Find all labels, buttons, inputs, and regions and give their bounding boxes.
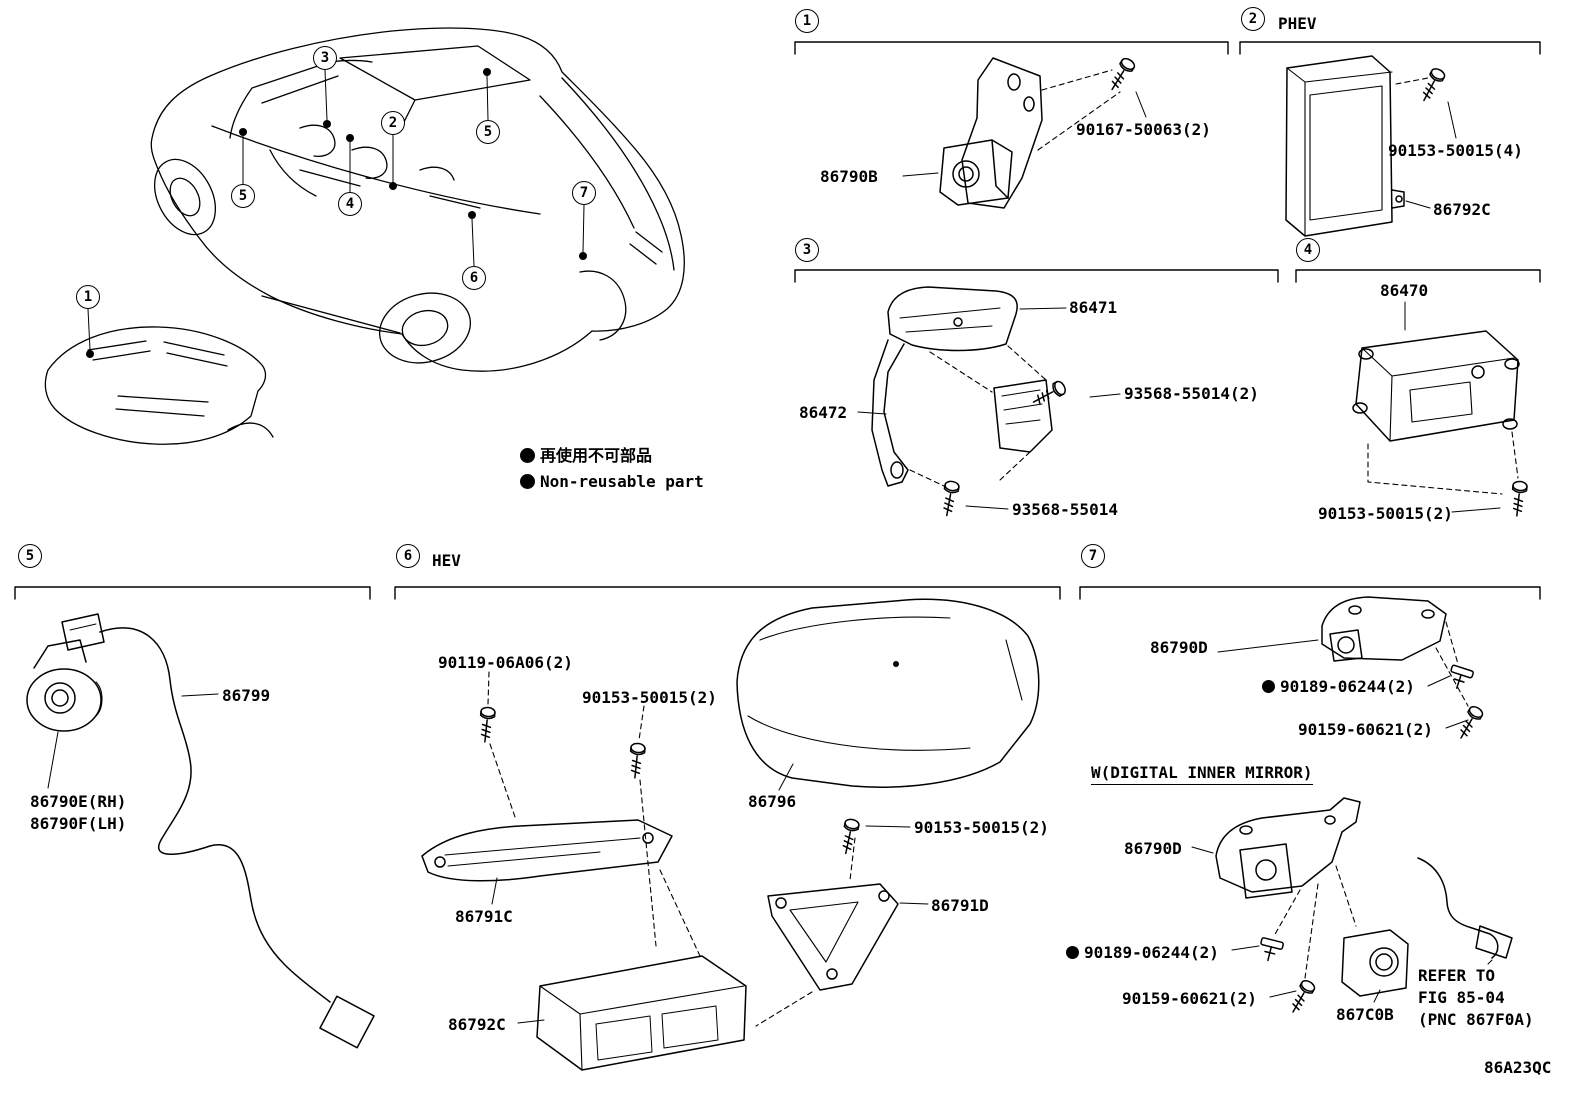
part-label-90153-50015-2-s6a: 90153-50015(2) bbox=[582, 688, 717, 707]
part-label-90153-50015-4: 90153-50015(4) bbox=[1388, 141, 1523, 160]
section-tag-phev: PHEV bbox=[1278, 14, 1317, 33]
part-label-90153-50015-2-s4: 90153-50015(2) bbox=[1318, 504, 1453, 523]
callout-2-car: 2 bbox=[381, 111, 405, 135]
part-label-867c0b: 867C0B bbox=[1336, 1005, 1394, 1024]
callout-section-7: 7 bbox=[1081, 544, 1105, 568]
s5-camera-cable-drawing bbox=[26, 613, 375, 1049]
section-tag-hev: HEV bbox=[432, 551, 461, 570]
nonreusable-dot-icon bbox=[1066, 946, 1079, 959]
part-label-86790f-lh: 86790F(LH) bbox=[30, 814, 127, 833]
s4-module-drawing bbox=[1352, 301, 1529, 518]
s7-camera-drawings bbox=[1191, 596, 1513, 1017]
part-label-90189-06244-bottom: 90189-06244(2) bbox=[1066, 943, 1219, 962]
callout-section-3: 3 bbox=[795, 238, 819, 262]
part-label-86791d: 86791D bbox=[931, 896, 989, 915]
part-label-86790d-top: 86790D bbox=[1150, 638, 1208, 657]
part-label-86792c-phev: 86792C bbox=[1433, 200, 1491, 219]
part-label-86792c-hev: 86792C bbox=[448, 1015, 506, 1034]
nonreusable-dot-icon bbox=[520, 448, 535, 463]
callout-section-6: 6 bbox=[396, 544, 420, 568]
callout-5-car-top: 5 bbox=[476, 120, 500, 144]
callout-5-car-left: 5 bbox=[231, 184, 255, 208]
part-label-86791c: 86791C bbox=[455, 907, 513, 926]
callout-4-car: 4 bbox=[338, 192, 362, 216]
s3-sensor-drawing bbox=[857, 286, 1121, 518]
callout-section-5: 5 bbox=[18, 544, 42, 568]
refer-note-line2: FIG 85-04 bbox=[1418, 988, 1505, 1007]
part-label-90159-60621-top: 90159-60621(2) bbox=[1298, 720, 1433, 739]
callout-6-car: 6 bbox=[462, 266, 486, 290]
legend-nonreusable-en: Non-reusable part bbox=[520, 472, 704, 491]
callout-7-car: 7 bbox=[572, 181, 596, 205]
refer-note-line1: REFER TO bbox=[1418, 966, 1496, 985]
part-label-90189-06244-top: 90189-06244(2) bbox=[1262, 677, 1415, 696]
part-label-93568-55014: 93568-55014 bbox=[1012, 500, 1118, 519]
part-label-90167-50063: 90167-50063(2) bbox=[1076, 120, 1211, 139]
part-label-90153-50015-2-s6b: 90153-50015(2) bbox=[914, 818, 1049, 837]
front-bumper-drawing bbox=[44, 326, 274, 445]
s6-hev-drawing bbox=[421, 598, 1040, 1071]
part-label-86471: 86471 bbox=[1069, 298, 1118, 317]
section-brackets bbox=[14, 41, 1541, 600]
part-label-86472: 86472 bbox=[799, 403, 848, 422]
part-label-86470: 86470 bbox=[1380, 281, 1429, 300]
subheading-digital-inner-mirror: W(DIGITAL INNER MIRROR) bbox=[1091, 763, 1313, 785]
part-label-90159-60621-bottom: 90159-60621(2) bbox=[1122, 989, 1257, 1008]
car-callout-leaders bbox=[86, 68, 587, 358]
s1-camera-drawing bbox=[902, 55, 1147, 209]
part-label-90119-06a06: 90119-06A06(2) bbox=[438, 653, 573, 672]
refer-note-line3: (PNC 867F0A) bbox=[1418, 1010, 1534, 1029]
figure-code: 86A23QC bbox=[1484, 1058, 1552, 1077]
s2-ecu-drawing bbox=[1285, 55, 1457, 237]
callout-3-car: 3 bbox=[313, 46, 337, 70]
part-label-86790b: 86790B bbox=[820, 167, 878, 186]
part-label-86796: 86796 bbox=[748, 792, 797, 811]
part-label-93568-55014-2: 93568-55014(2) bbox=[1124, 384, 1259, 403]
nonreusable-dot-icon bbox=[1262, 680, 1275, 693]
callout-section-2: 2 bbox=[1241, 7, 1265, 31]
callout-section-4: 4 bbox=[1296, 238, 1320, 262]
nonreusable-dot-icon bbox=[520, 474, 535, 489]
part-label-86799: 86799 bbox=[222, 686, 271, 705]
part-label-86790d-bottom: 86790D bbox=[1124, 839, 1182, 858]
legend-nonreusable-jp: 再使用不可部品 bbox=[520, 446, 652, 465]
part-label-86790e-rh: 86790E(RH) bbox=[30, 792, 127, 811]
car-overview-drawing bbox=[150, 27, 685, 372]
callout-1-car: 1 bbox=[76, 285, 100, 309]
callout-section-1: 1 bbox=[795, 9, 819, 33]
